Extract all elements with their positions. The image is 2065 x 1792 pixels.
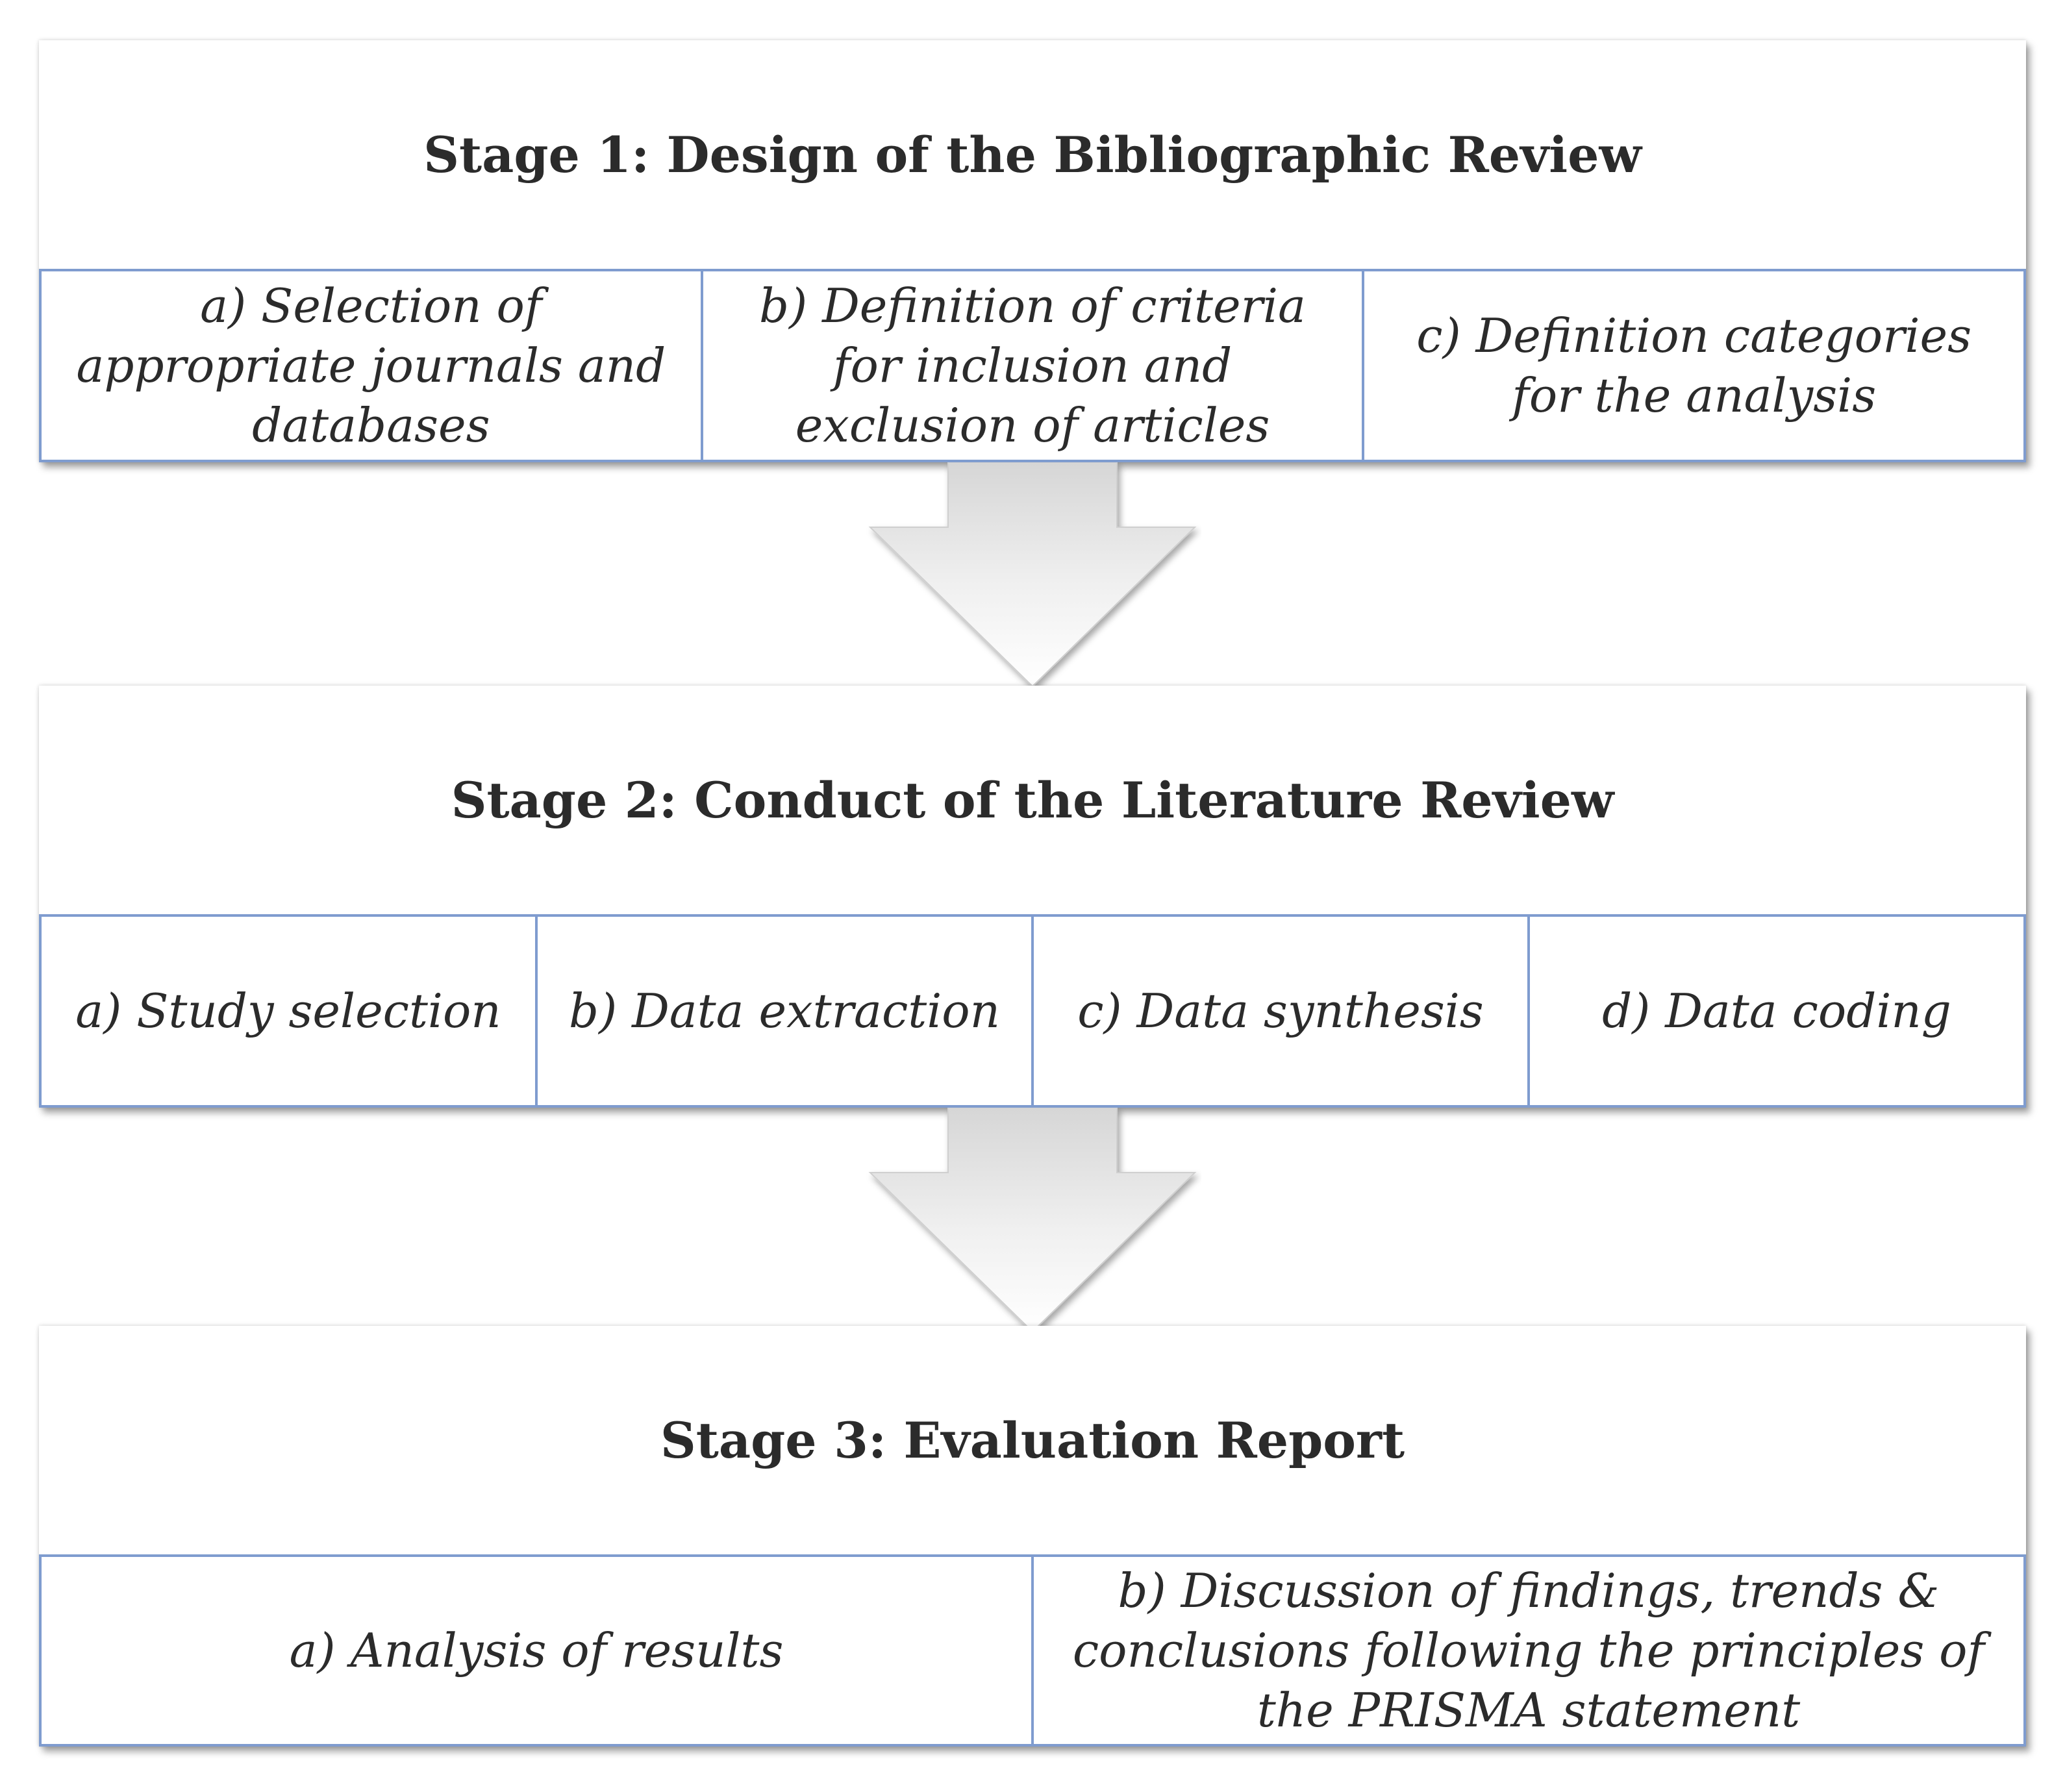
stage-1-title: Stage 1: Design of the Bibliographic Rev… (423, 125, 1642, 184)
stage-2-step-b: b) Data extraction (535, 917, 1031, 1105)
stage-1-steps: a) Selection of appropriate journals and… (39, 269, 2026, 462)
stage-2-step-c: c) Data synthesis (1031, 917, 1527, 1105)
stage-1-step-b: b) Definition of criteria for inclusion … (700, 271, 1362, 460)
stage-2-step-a: a) Study selection (75, 984, 501, 1038)
stage-2-title: Stage 2: Conduct of the Literature Revie… (451, 771, 1614, 829)
stage-3-step-b: b) Discussion of findings, trends & conc… (1031, 1557, 2023, 1744)
stage-3-steps: a) Analysis of results b) Discussion of … (39, 1554, 2026, 1747)
stage-1-step-a: a) Selection of appropriate journals and… (76, 279, 666, 453)
stage-2-box: Stage 2: Conduct of the Literature Revie… (39, 686, 2026, 1108)
down-arrow-1 (868, 462, 1197, 688)
stage-3-box: Stage 3: Evaluation Report a) Analysis o… (39, 1326, 2026, 1747)
stage-1-step-c: c) Definition categories for the analysi… (1362, 271, 2023, 460)
stage-3-title: Stage 3: Evaluation Report (660, 1411, 1405, 1469)
down-arrow-2 (868, 1108, 1197, 1333)
stage-1-box: Stage 1: Design of the Bibliographic Rev… (39, 40, 2026, 462)
stage-2-steps: a) Study selection b) Data extraction c)… (39, 914, 2026, 1108)
stage-3-step-a: a) Analysis of results (289, 1623, 784, 1678)
stage-2-step-d: d) Data coding (1527, 917, 2023, 1105)
